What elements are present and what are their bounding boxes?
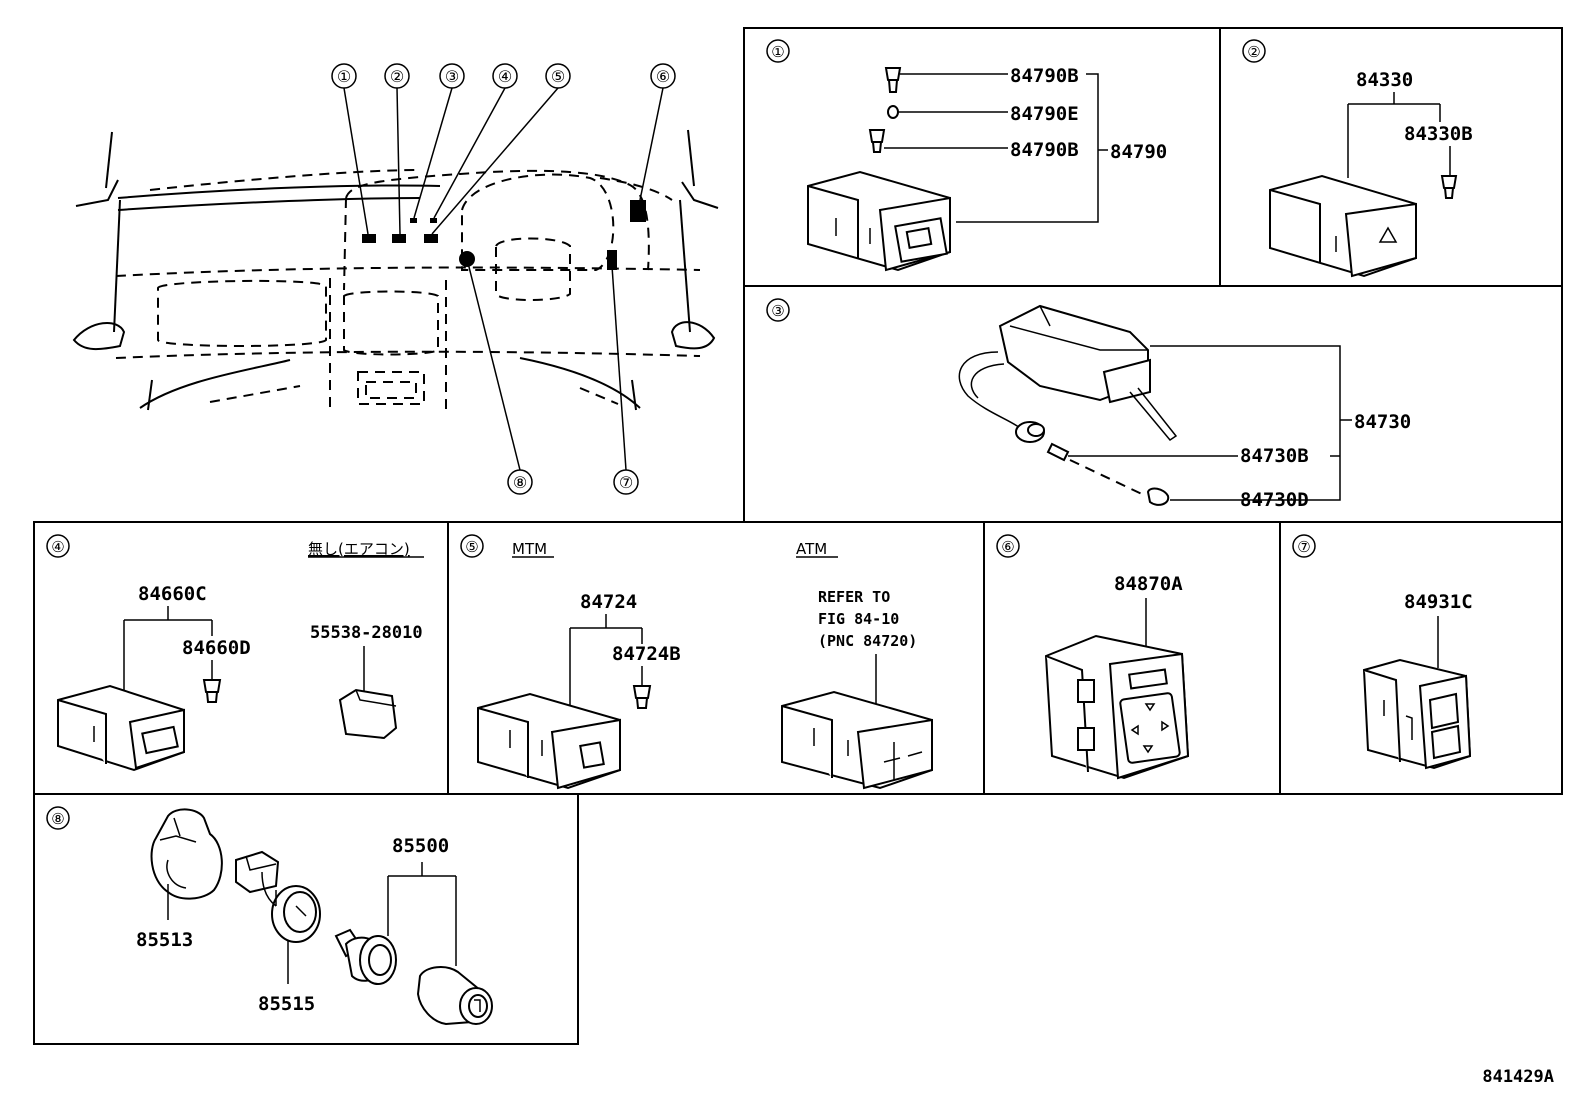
part-number-label: 84730 bbox=[1354, 411, 1411, 433]
panel-note: 無し(エアコン) bbox=[308, 540, 410, 558]
svg-text:⑦: ⑦ bbox=[619, 473, 633, 492]
svg-text:⑧: ⑧ bbox=[513, 473, 527, 492]
panel-3: ③ 84730 84730B 84730D bbox=[766, 298, 1411, 511]
overview-callout-3: ③ bbox=[439, 63, 465, 89]
panel-5: ⑤ MTM ATM 84724 84724B REFER TO FIG 84-1… bbox=[460, 534, 933, 790]
part-number-label: 84730D bbox=[1240, 489, 1309, 511]
panel-1: ① 84790B 84790E 84790B 84790 bbox=[766, 39, 1167, 272]
svg-text:④: ④ bbox=[498, 67, 512, 86]
svg-text:⑧: ⑧ bbox=[51, 810, 64, 828]
panel-4: ④ 無し(エアコン) 84660C 84660D 55538-28010 bbox=[46, 534, 424, 772]
svg-text:⑦: ⑦ bbox=[1297, 538, 1310, 556]
part-number-label: 84790B bbox=[1010, 139, 1079, 161]
lighter-holder-part bbox=[150, 808, 223, 900]
refer-note: FIG 84-10 bbox=[818, 610, 899, 628]
panel-number: ① bbox=[771, 43, 784, 61]
part-number-label: 84330 bbox=[1356, 69, 1413, 91]
diagram-id: 841429A bbox=[1482, 1067, 1554, 1087]
part-number-label: 85513 bbox=[136, 929, 193, 951]
mirror-switch-part bbox=[1044, 634, 1190, 780]
svg-text:⑤: ⑤ bbox=[465, 538, 478, 556]
panel-8: ⑧ 85513 85515 85500 bbox=[46, 806, 493, 1026]
refer-note: REFER TO bbox=[818, 588, 890, 606]
part-number-label: 85515 bbox=[258, 993, 315, 1015]
part-number-label: 84724 bbox=[580, 591, 637, 613]
svg-text:①: ① bbox=[337, 67, 351, 86]
part-number-label: 84724B bbox=[612, 643, 681, 665]
part-number-label: 84660C bbox=[138, 583, 207, 605]
svg-text:⑥: ⑥ bbox=[656, 67, 670, 86]
rocker-switch-part bbox=[1362, 658, 1472, 770]
panel-6: ⑥ 84870A bbox=[996, 534, 1190, 780]
overview-callout-8: ⑧ bbox=[507, 469, 533, 495]
lighter-socket-part bbox=[235, 850, 321, 943]
switch-part bbox=[807, 170, 951, 272]
part-number-label: 84790E bbox=[1010, 103, 1079, 125]
part-number-label: 84790 bbox=[1110, 141, 1167, 163]
overview-callout-2: ② bbox=[384, 63, 410, 89]
part-number-label: 84660D bbox=[182, 637, 251, 659]
refer-note: (PNC 84720) bbox=[818, 632, 917, 650]
panel-2: ② 84330 84330B bbox=[1242, 39, 1473, 278]
part-number-label: 84330B bbox=[1404, 123, 1473, 145]
overview-callout-1: ① bbox=[331, 63, 357, 89]
atm-switch-part bbox=[781, 690, 933, 790]
part-number-label: 84730B bbox=[1240, 445, 1309, 467]
hazard-switch-part bbox=[1269, 174, 1417, 278]
lighter-element-part bbox=[334, 928, 397, 985]
part-number-label: 55538-28010 bbox=[310, 623, 423, 643]
part-number-label: 85500 bbox=[392, 835, 449, 857]
blank-cover-part bbox=[338, 688, 398, 740]
panel-7: ⑦ 84931C bbox=[1292, 534, 1473, 770]
overview-callout-7: ⑦ bbox=[613, 469, 639, 495]
svg-text:③: ③ bbox=[771, 302, 784, 320]
panel-note-mtm: MTM bbox=[512, 540, 547, 558]
svg-text:⑥: ⑥ bbox=[1001, 538, 1014, 556]
overview-callout-5: ⑤ bbox=[545, 63, 571, 89]
light-assembly-part bbox=[958, 304, 1178, 506]
svg-text:②: ② bbox=[1247, 43, 1260, 61]
lighter-knob-part bbox=[416, 966, 493, 1026]
svg-text:③: ③ bbox=[445, 67, 459, 86]
part-number-label: 84870A bbox=[1114, 573, 1183, 595]
part-number-label: 84931C bbox=[1404, 591, 1473, 613]
ac-switch-part bbox=[57, 684, 185, 772]
overview-callout-6: ⑥ bbox=[650, 63, 676, 89]
mtm-switch-part bbox=[477, 692, 621, 790]
panel-frames bbox=[33, 27, 1563, 1045]
svg-text:⑤: ⑤ bbox=[551, 67, 565, 86]
svg-text:②: ② bbox=[390, 67, 404, 86]
overview-callout-4: ④ bbox=[492, 63, 518, 89]
part-number-label: 84790B bbox=[1010, 65, 1079, 87]
panel-note-atm: ATM bbox=[796, 540, 827, 558]
dashboard-overview: ① ② ③ ④ ⑤ ⑥ ⑧ ⑦ bbox=[72, 63, 719, 495]
svg-text:④: ④ bbox=[51, 538, 64, 556]
